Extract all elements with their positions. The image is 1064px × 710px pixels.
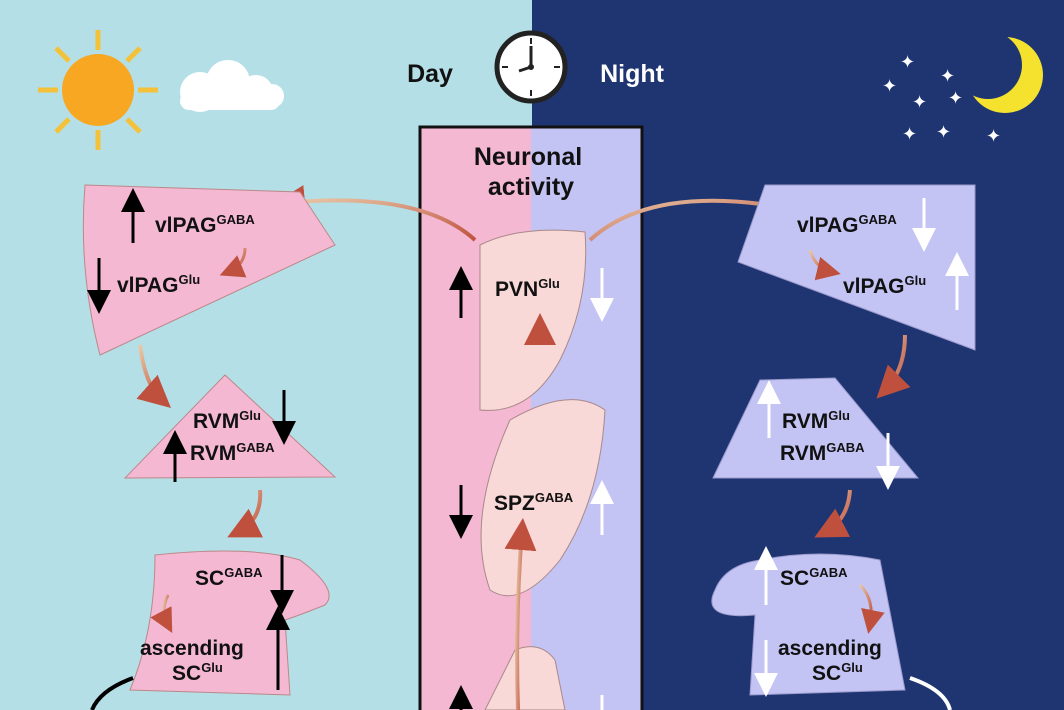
night-sc-gaba-label: SCGABA xyxy=(780,565,848,590)
night-ascending-label: ascending xyxy=(778,637,882,660)
night-sc-gaba-to-glu-arrow xyxy=(858,583,885,634)
sun-icon xyxy=(38,30,158,150)
pvn-to-day-vlpag-arrow xyxy=(273,185,477,242)
svg-text:✦: ✦ xyxy=(912,92,927,113)
day-label: Day xyxy=(407,60,453,88)
panel-title-line2: activity xyxy=(488,173,574,201)
day-sc-glu-label: SCGlu xyxy=(172,660,223,685)
day-output-curve xyxy=(90,676,134,710)
svg-text:✦: ✦ xyxy=(902,124,917,145)
moon-icon xyxy=(954,31,1043,113)
panel-title-line1: Neuronal xyxy=(474,143,582,171)
svg-text:✦: ✦ xyxy=(986,126,1001,147)
night-rvm-gaba-label: RVMGABA xyxy=(780,440,865,465)
day-gaba-to-glu-arrow xyxy=(219,247,247,278)
svg-text:✦: ✦ xyxy=(900,52,915,73)
day-vlpag-gaba-label: vlPAGGABA xyxy=(155,212,255,237)
svg-text:✦: ✦ xyxy=(882,76,897,97)
night-sc-region xyxy=(711,553,906,696)
pvn-glu-label: PVNGlu xyxy=(495,276,560,301)
night-rvm-glu-label: RVMGlu xyxy=(782,408,850,433)
svg-text:✦: ✦ xyxy=(936,122,951,143)
spz-input-arrow xyxy=(504,518,537,710)
night-label: Night xyxy=(600,60,665,88)
svg-text:✦: ✦ xyxy=(948,88,963,109)
clock-icon xyxy=(494,30,568,104)
day-vlpag-to-rvm-arrow xyxy=(136,344,171,408)
night-rvm-to-sc-arrow xyxy=(814,489,852,538)
cloud-icon xyxy=(180,60,284,112)
spz-gaba-label: SPZGABA xyxy=(494,490,574,515)
night-sc-glu-label: SCGlu xyxy=(812,660,863,685)
night-vlpag-glu-label: vlPAGGlu xyxy=(843,273,926,298)
night-output-curve xyxy=(909,676,952,710)
pvn-to-night-vlpag-arrow xyxy=(588,187,794,242)
day-ascending-label: ascending xyxy=(140,637,244,660)
day-rvm-gaba-label: RVMGABA xyxy=(190,440,275,465)
bottom-region xyxy=(484,646,566,710)
day-rvm-to-sc-arrow xyxy=(227,489,264,538)
night-vlpag-to-rvm-arrow xyxy=(876,334,911,399)
stars-icon: ✦✦✦ ✦✦✦ ✦✦ xyxy=(882,52,1001,147)
day-sc-gaba-to-glu-arrow xyxy=(150,594,173,633)
day-vlpag-region xyxy=(82,184,336,356)
day-sc-gaba-label: SCGABA xyxy=(195,565,263,590)
day-vlpag-glu-label: vlPAGGlu xyxy=(117,272,200,297)
day-rvm-glu-label: RVMGlu xyxy=(193,408,261,433)
night-gaba-to-glu-arrow xyxy=(808,249,841,281)
night-vlpag-gaba-label: vlPAGGABA xyxy=(797,212,897,237)
night-vlpag-region xyxy=(737,184,976,351)
svg-text:✦: ✦ xyxy=(940,66,955,87)
